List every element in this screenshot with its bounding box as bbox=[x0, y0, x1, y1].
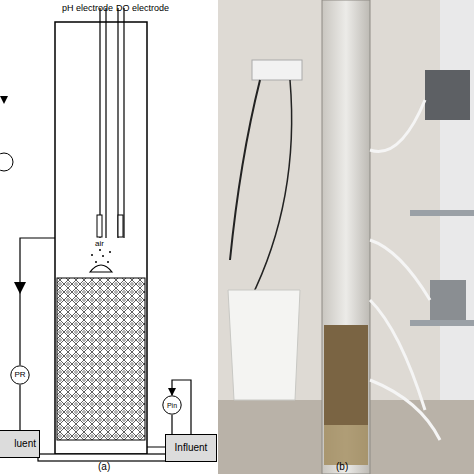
node-text: Influent bbox=[175, 443, 208, 453]
node-text: luent bbox=[14, 439, 36, 449]
pump-circle: PR bbox=[10, 365, 30, 385]
pump-circle: Pin bbox=[162, 395, 182, 415]
influent-tank: Influent bbox=[165, 434, 217, 462]
node-text: Pin bbox=[167, 402, 177, 409]
node-text: PR bbox=[14, 371, 25, 379]
text-label: air bbox=[95, 240, 104, 248]
text-label: pH electrode bbox=[62, 4, 113, 13]
pipe-connector bbox=[19, 385, 20, 430]
text-label: DO electrode bbox=[116, 4, 169, 13]
reactor-photo bbox=[218, 0, 474, 474]
column-schematic bbox=[0, 8, 178, 461]
text-label: (b) bbox=[336, 462, 348, 472]
effluent-tank: luent bbox=[0, 430, 40, 458]
text-label: (a) bbox=[98, 462, 110, 472]
